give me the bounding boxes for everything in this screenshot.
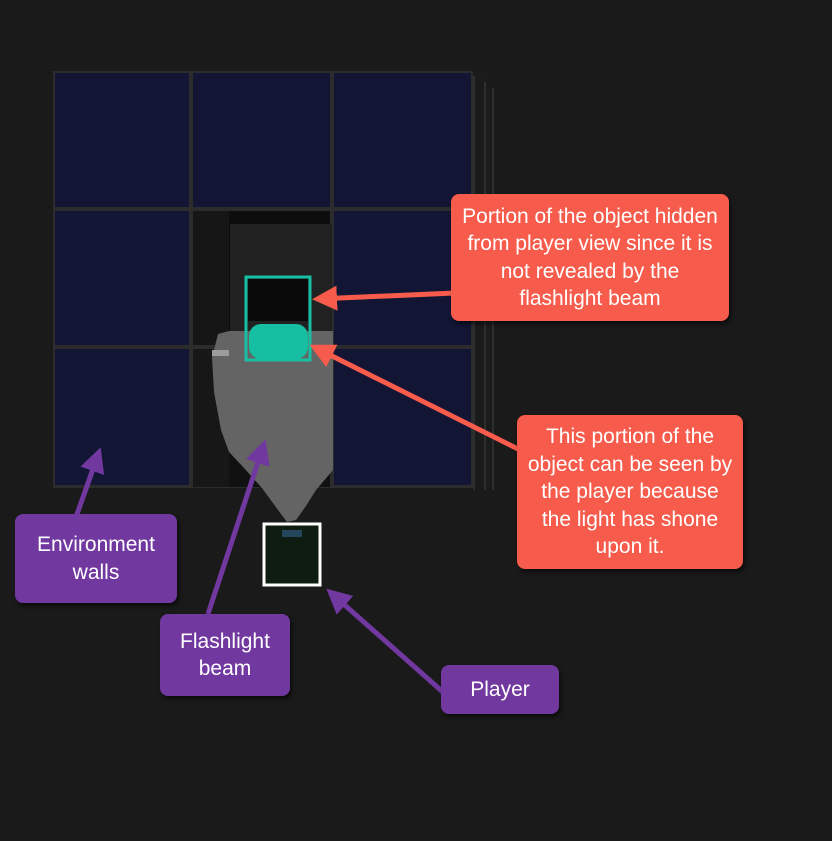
wall-tile: [334, 73, 471, 207]
hidden-portion-callout: Portion of the object hidden from player…: [451, 194, 729, 321]
wall-tile: [55, 211, 189, 345]
object-hidden-portion: [244, 275, 312, 362]
target-object: [244, 275, 312, 362]
visible-portion-arrow: [309, 344, 526, 455]
flashlight-beam-arrow: [205, 439, 270, 615]
flashlight-beam-callout: Flashlight beam: [160, 614, 290, 696]
wall-tile: [334, 349, 471, 485]
beam-left-highlight: [212, 350, 229, 356]
visible-portion-callout: This portion of the object can be seen b…: [517, 415, 743, 569]
hidden-portion-arrow: [312, 285, 456, 311]
environment-walls-arrow: [73, 447, 105, 518]
wall-tile: [193, 73, 330, 207]
flashlight-beam: [212, 331, 333, 522]
player-sprite: [262, 522, 322, 587]
wall-tile: [334, 211, 471, 345]
object-visible-portion: [249, 324, 308, 359]
player-callout: Player: [441, 665, 559, 714]
environment-walls-callout: Environment walls: [15, 514, 177, 603]
player-arrow: [326, 588, 446, 695]
wall-tile: [55, 349, 189, 485]
wall-tile: [55, 73, 189, 207]
